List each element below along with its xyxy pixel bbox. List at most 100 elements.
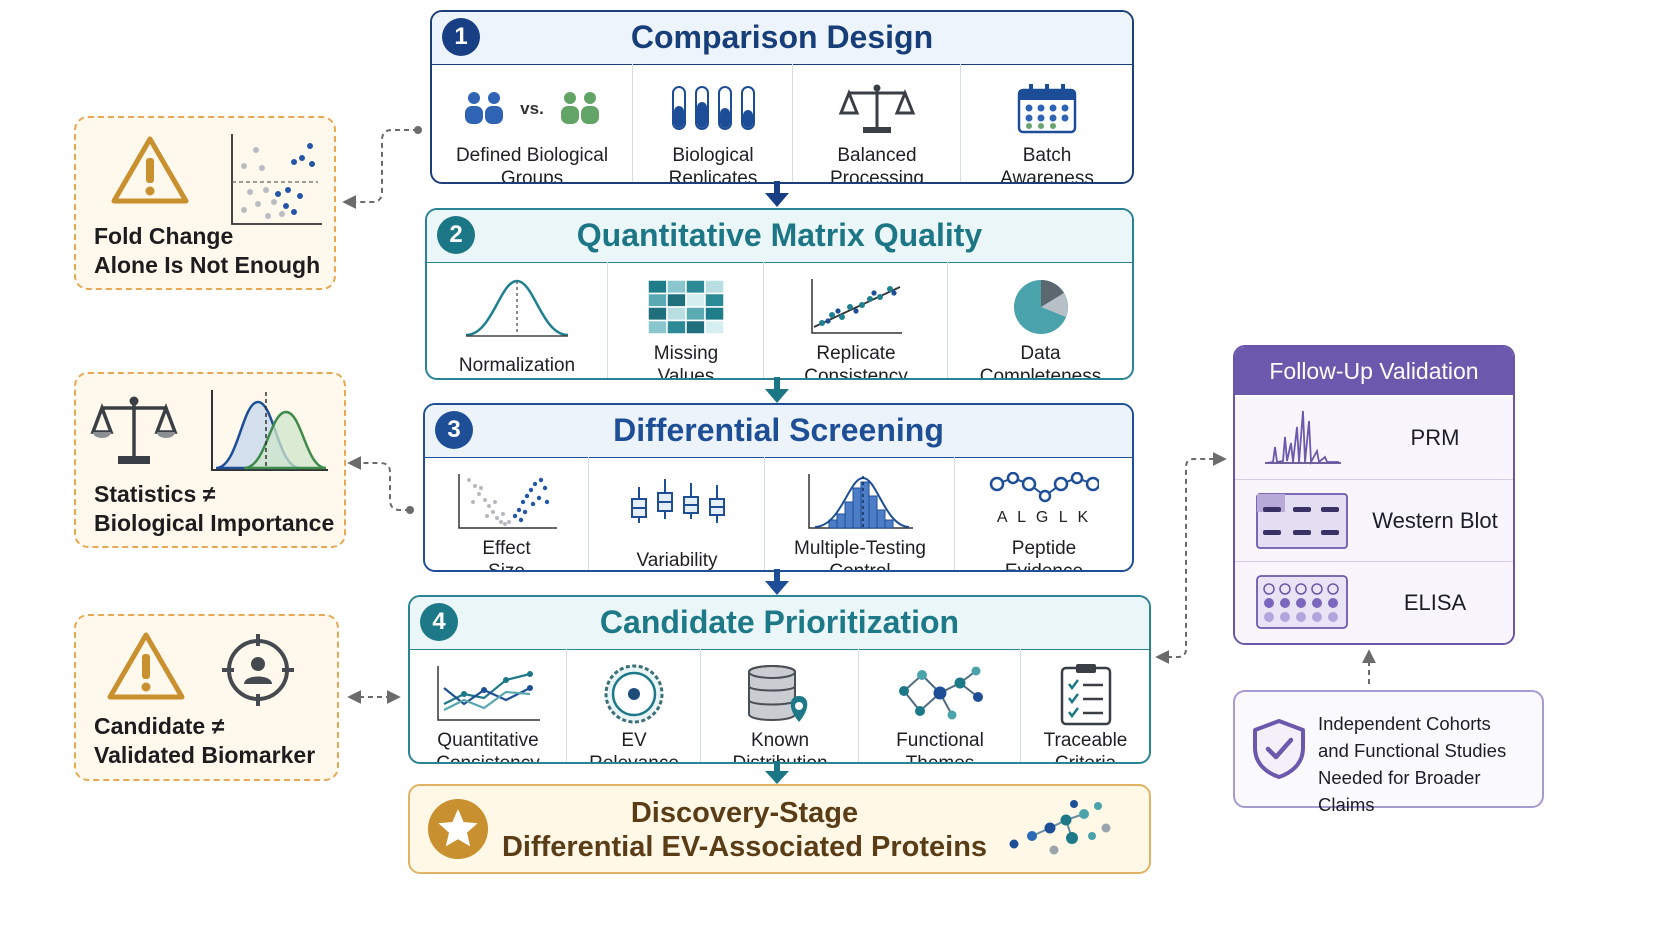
target-person-icon <box>220 632 296 708</box>
step-number: 2 <box>437 216 475 254</box>
volcano-plot-icon <box>425 467 588 537</box>
peptide-letters: A L G L K <box>997 509 1091 526</box>
box-plot-icon <box>589 467 765 537</box>
item-normalization: Normalization <box>427 262 607 378</box>
elisa-plate-icon <box>1255 574 1349 630</box>
item-biological-replicates: Biological Replicates <box>632 64 793 182</box>
item-label: Defined Biological Groups <box>455 145 609 184</box>
follow-up-label: Western Blot <box>1372 508 1498 533</box>
step-title: Candidate Prioritization <box>599 604 960 640</box>
item-label: Biological Replicates <box>668 145 758 184</box>
item-traceable-criteria: Traceable Criteria <box>1020 649 1149 764</box>
note-text: Independent Cohorts and Functional Studi… <box>1318 713 1507 815</box>
item-label: Normalization <box>458 355 576 376</box>
item-multiple-testing: Multiple-Testing Control <box>764 457 955 570</box>
balance-scale-icon <box>90 392 178 468</box>
connector-candidate <box>0 0 460 720</box>
follow-up-row-elisa: ELISA <box>1235 561 1513 643</box>
step-title: Quantitative Matrix Quality <box>576 217 983 253</box>
item-label: Known Distribution <box>732 730 828 764</box>
warning-box-fold-change: Fold Change Alone Is Not Enough <box>74 116 336 290</box>
item-effect-size: Effect Size <box>425 457 588 570</box>
item-label: Data Completeness <box>979 343 1102 380</box>
follow-up-title: Follow-Up Validation <box>1235 347 1513 395</box>
item-defined-groups: vs. Defined Biological Groups <box>432 64 632 182</box>
follow-up-row-western-blot: Western Blot <box>1235 479 1513 562</box>
step-number: 4 <box>420 603 458 641</box>
step-number: 1 <box>442 18 480 56</box>
item-label: Replicate Consistency <box>804 343 908 380</box>
shield-check-icon <box>1251 718 1307 780</box>
group-comparison-icon: vs. <box>432 74 632 144</box>
warning-box-statistics: Statistics ≠ Biological Importance <box>74 372 346 548</box>
step-candidate-prioritization: 4 Candidate Prioritization Quantitative … <box>408 595 1151 764</box>
flow-arrow-2-3 <box>762 377 792 405</box>
heatmap-grid-icon <box>608 272 764 342</box>
checklist-icon <box>1021 659 1149 729</box>
final-result-box: Discovery-Stage Differential EV-Associat… <box>408 784 1151 874</box>
warning-text: Candidate ≠ Validated Biomarker <box>94 713 316 768</box>
warning-text: Statistics ≠ Biological Importance <box>94 481 335 536</box>
pie-chart-icon <box>948 272 1132 342</box>
connector-follow-up <box>1155 452 1227 664</box>
item-label: Batch Awareness <box>1000 145 1094 184</box>
step-header: 2 Quantitative Matrix Quality <box>427 210 1132 263</box>
follow-up-panel: Follow-Up Validation PRM Western Blot <box>1233 345 1515 645</box>
overlapping-distributions-icon <box>208 388 330 474</box>
scatter-trend-icon <box>764 272 948 342</box>
spectrum-icon <box>1263 407 1343 467</box>
step-comparison-design: 1 Comparison Design vs. Defined Biologic… <box>430 10 1134 184</box>
step-differential-screening: 3 Differential Screening Effect Size <box>423 403 1134 572</box>
scatter-plot-icon <box>228 132 324 228</box>
item-quantitative-consistency: Quantitative Consistency <box>410 649 566 762</box>
peptide-chain-icon: A L G L K <box>955 467 1132 537</box>
flow-arrow-4-final <box>762 761 792 785</box>
balance-scale-icon <box>793 74 961 144</box>
follow-up-label: PRM <box>1410 425 1460 450</box>
step-title: Comparison Design <box>630 19 934 55</box>
item-label: Variability <box>636 550 718 571</box>
warning-icon <box>106 630 186 702</box>
molecule-dots-icon <box>1002 798 1122 860</box>
item-label: Traceable Criteria <box>1043 730 1128 764</box>
follow-up-label: ELISA <box>1403 590 1467 615</box>
histogram-icon <box>765 467 955 537</box>
network-icon <box>859 659 1021 729</box>
connector-fold-change <box>0 0 460 230</box>
bell-curve-icon <box>427 272 607 342</box>
item-label: Peptide Evidence <box>1004 538 1084 572</box>
step-number: 3 <box>435 411 473 449</box>
item-replicate-consistency: Replicate Consistency <box>763 262 948 378</box>
item-known-distribution: Known Distribution <box>700 649 859 762</box>
item-ev-relevance: EV Relevance <box>566 649 701 762</box>
item-functional-themes: Functional Themes <box>858 649 1021 762</box>
final-result-text: Discovery-Stage Differential EV-Associat… <box>501 797 988 863</box>
line-chart-icon <box>410 659 566 729</box>
item-label: Missing Values <box>653 343 719 380</box>
step-header: 3 Differential Screening <box>425 405 1132 458</box>
western-blot-icon <box>1255 492 1349 550</box>
item-balanced-processing: Balanced Processing <box>792 64 961 182</box>
item-batch-awareness: Batch Awareness <box>960 64 1132 184</box>
item-label: Quantitative Consistency <box>436 730 540 764</box>
item-label: Multiple-Testing Control <box>794 538 926 572</box>
database-pin-icon <box>701 659 859 729</box>
flow-arrow-3-4 <box>762 569 792 597</box>
star-badge-icon <box>426 797 490 861</box>
item-missing-values: Missing Values <box>607 262 764 378</box>
item-variability: Variability <box>588 457 765 570</box>
batch-calendar-icon <box>961 74 1132 144</box>
step-header: 4 Candidate Prioritization <box>410 597 1149 650</box>
item-label: EV Relevance <box>589 730 679 764</box>
item-data-completeness: Data Completeness <box>947 262 1132 380</box>
item-label: Balanced Processing <box>830 145 924 184</box>
item-label: Effect Size <box>482 538 531 572</box>
flow-arrow-1-2 <box>762 181 792 209</box>
warning-box-candidate: Candidate ≠ Validated Biomarker <box>74 614 339 781</box>
vesicle-icon <box>567 659 701 729</box>
connector-statistics <box>0 0 460 540</box>
test-tubes-icon <box>633 74 793 144</box>
step-quantitative-matrix-quality: 2 Quantitative Matrix Quality Normalizat… <box>425 208 1134 380</box>
follow-up-row-prm: PRM <box>1235 397 1513 479</box>
broader-claims-note: Independent Cohorts and Functional Studi… <box>1233 690 1544 815</box>
